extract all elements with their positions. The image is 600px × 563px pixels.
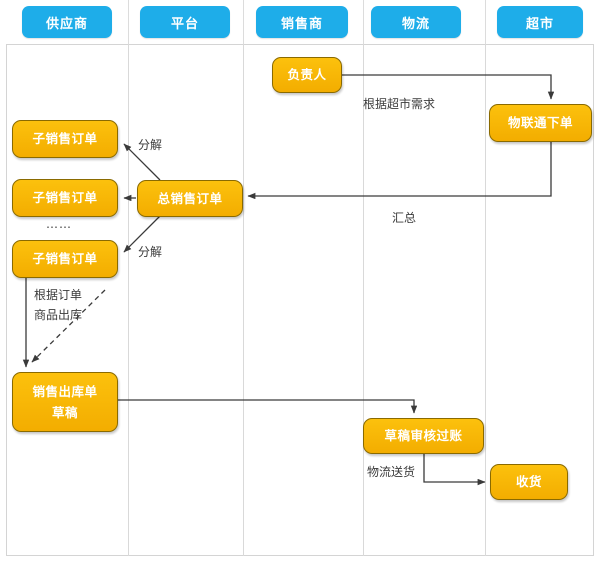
node-sub-order-2[interactable]: 子销售订单 xyxy=(12,179,118,217)
lane-header-label: 平台 xyxy=(170,16,199,32)
node-iot-order[interactable]: 物联通下单 xyxy=(489,104,592,142)
node-label: 子销售订单 xyxy=(32,131,98,147)
lane-divider-3 xyxy=(363,44,364,556)
node-label: 总销售订单 xyxy=(157,190,223,206)
node-sub-order-3[interactable]: 子销售订单 xyxy=(12,240,118,278)
node-total-order[interactable]: 总销售订单 xyxy=(137,180,243,217)
header-separator xyxy=(243,0,244,44)
lane-header-supermarket[interactable]: 超市 xyxy=(497,6,583,38)
edge-label-split-top: 分解 xyxy=(138,136,162,155)
node-owner[interactable]: 负责人 xyxy=(272,57,342,93)
edge-label-text: 分解 xyxy=(138,245,163,259)
node-label: 子销售订单 xyxy=(32,251,98,267)
lane-header-label: 超市 xyxy=(525,16,554,32)
node-draft-audit[interactable]: 草稿审核过账 xyxy=(363,418,484,454)
node-outbound-draft[interactable]: 销售出库单 草稿 xyxy=(12,372,118,432)
lane-divider-1 xyxy=(128,44,129,556)
node-sub-order-1[interactable]: 子销售订单 xyxy=(12,120,118,158)
edge-label-text: 商品出库 xyxy=(34,308,83,322)
edge-label-text: 分解 xyxy=(138,138,163,152)
edge-label-text: 汇总 xyxy=(392,211,417,225)
edge-label-text: 根据超市需求 xyxy=(363,97,436,111)
edge-label-pick-line2: 商品出库 xyxy=(34,306,82,325)
edge-label-delivery: 物流送货 xyxy=(367,463,415,482)
lane-header-supplier[interactable]: 供应商 xyxy=(22,6,112,38)
lane-header-label: 物流 xyxy=(401,16,430,32)
ellipsis-more-orders: …… xyxy=(46,217,72,231)
header-separator xyxy=(485,0,486,44)
node-label: 收货 xyxy=(515,474,542,490)
node-label: 子销售订单 xyxy=(32,190,98,206)
edge-label-split-bottom: 分解 xyxy=(138,243,162,262)
lane-header-label: 销售商 xyxy=(280,16,323,32)
lane-header-label: 供应商 xyxy=(45,16,88,32)
node-label-line2: 草稿 xyxy=(51,405,78,420)
lane-header-logistics[interactable]: 物流 xyxy=(371,6,461,38)
lane-header-platform[interactable]: 平台 xyxy=(140,6,230,38)
ellipsis-text: …… xyxy=(46,217,72,231)
edge-label-demand: 根据超市需求 xyxy=(363,95,435,114)
node-label: 草稿审核过账 xyxy=(384,428,463,444)
node-label: 负责人 xyxy=(287,67,327,83)
lane-header-reseller[interactable]: 销售商 xyxy=(256,6,348,38)
node-label: 物联通下单 xyxy=(507,115,573,131)
node-label-line1: 销售出库单 xyxy=(32,383,98,399)
edge-label-text: 根据订单 xyxy=(34,288,83,302)
edge-label-text: 物流送货 xyxy=(367,465,416,479)
header-separator xyxy=(128,0,129,44)
lane-divider-4 xyxy=(485,44,486,556)
edge-label-summary: 汇总 xyxy=(392,209,416,228)
node-receive[interactable]: 收货 xyxy=(490,464,568,500)
lane-divider-2 xyxy=(243,44,244,556)
header-separator xyxy=(363,0,364,44)
edge-label-pick-line1: 根据订单 xyxy=(34,286,82,305)
